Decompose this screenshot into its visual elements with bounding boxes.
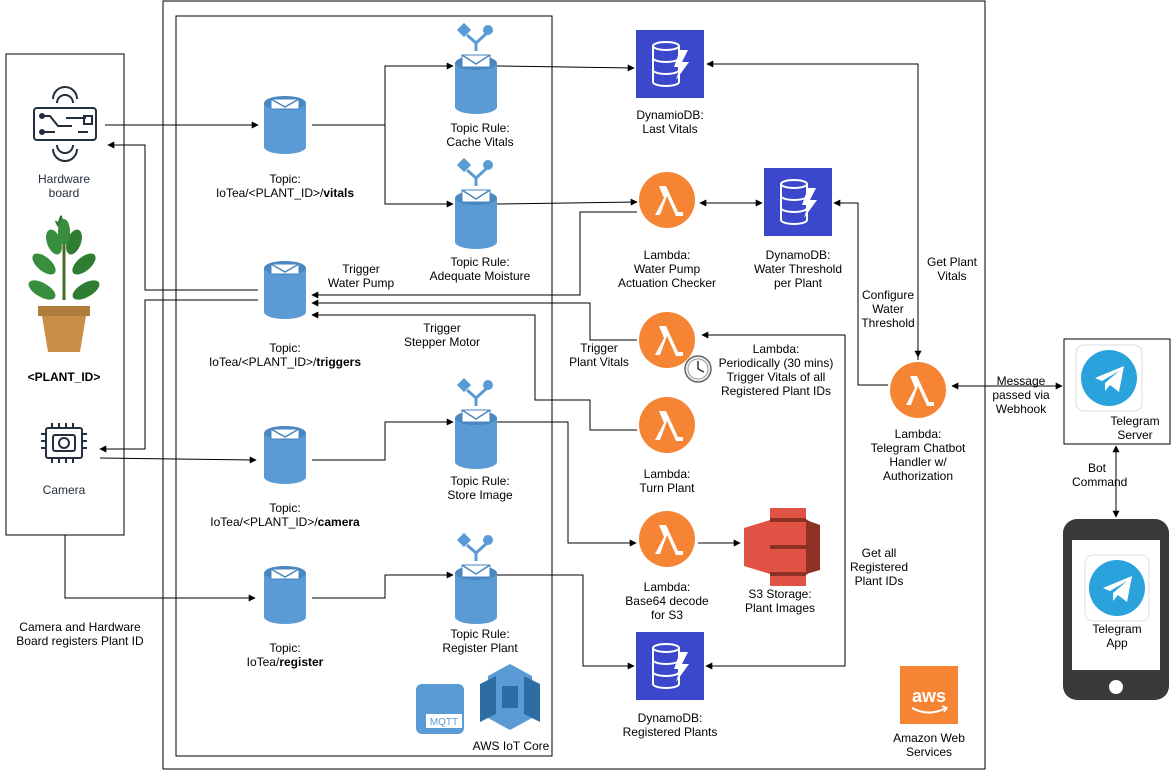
edge-trigger-stepper-motor: Trigger Stepper Motor (403, 321, 481, 349)
clock-icon (684, 355, 712, 383)
base64-label: Lambda: Base64 decode for S3 (625, 580, 709, 622)
telegram-app-phone (1063, 519, 1169, 700)
telegram-server-label: Telegram Server (1110, 414, 1160, 442)
rule-adequate-moisture-icon (453, 156, 499, 251)
camera-label: Camera (42, 483, 86, 497)
water-threshold-label: DynamoDB: Water Threshold per Plant (753, 248, 843, 290)
register-note-label: Camera and Hardware Board registers Plan… (16, 620, 144, 648)
s3-label: S3 Storage: Plant Images (744, 587, 816, 615)
lambda-periodic-icon (639, 312, 695, 368)
last-vitals-label: DynamioDB: Last Vitals (636, 108, 704, 136)
lambda-base64-icon (639, 511, 695, 567)
periodic-lambda-label: Lambda: Periodically (30 mins) Trigger V… (718, 342, 834, 398)
aws-logo-text: aws (912, 686, 946, 706)
rule-store-image-icon (453, 376, 499, 471)
rule-store-image-label: Topic Rule: Store Image (447, 474, 513, 502)
edge-bot-command: Bot Command (1072, 461, 1128, 489)
water-pump-lambda-label: Lambda: Water Pump Actuation Checker (617, 248, 717, 290)
turn-plant-label: Lambda: Turn Plant (639, 467, 695, 495)
edge-trigger-plant-vitals: Trigger Plant Vitals (569, 341, 629, 369)
topic-vitals-label: Topic: IoTea/<PLANT_ID>/vitals (215, 172, 355, 200)
topic-register-label: Topic: IoTea/register (246, 641, 324, 669)
aws-logo (900, 666, 958, 724)
mqtt-icon (416, 684, 464, 734)
topic-register-icon (263, 565, 307, 625)
plant-id-label: <PLANT_ID> (27, 370, 101, 384)
topic-camera-label: Topic: IoTea/<PLANT_ID>/camera (210, 501, 360, 529)
aws-iot-core-label: AWS IoT Core (472, 739, 550, 753)
plant-icon (28, 215, 100, 352)
edge-trigger-water-pump: Trigger Water Pump (327, 262, 395, 290)
iot-core-container (175, 15, 553, 757)
lambda-chatbot-icon (890, 362, 946, 418)
topic-triggers-icon (263, 260, 307, 320)
amazon-web-services-label: Amazon Web Services (893, 731, 965, 759)
lambda-turn-plant-icon (639, 397, 695, 453)
lambda-water-pump-icon (639, 172, 695, 228)
registered-plants-label: DynamoDB: Registered Plants (622, 711, 718, 739)
camera-device-icon (41, 423, 87, 463)
telegram-app-label: Telegram App (1092, 622, 1142, 650)
edge-configure-water-threshold: Configure Water Threshold (861, 288, 915, 330)
edge-get-all-registered: Get all Registered Plant IDs (849, 546, 909, 588)
mqtt-label: MQTT (430, 717, 458, 728)
dynamodb-last-vitals-icon (635, 29, 705, 99)
topic-camera-icon (263, 425, 307, 485)
hardware-board-icon (33, 86, 97, 162)
edge-get-plant-vitals: Get Plant Vitals (926, 255, 978, 283)
rule-register-plant-icon (453, 531, 499, 626)
rule-cache-vitals-icon (453, 21, 499, 116)
rule-cache-vitals-label: Topic Rule: Cache Vitals (446, 121, 514, 149)
dynamodb-water-threshold-icon (763, 167, 833, 237)
topic-triggers-label: Topic: IoTea/<PLANT_ID>/triggers (208, 341, 362, 369)
dynamodb-registered-plants-icon (635, 631, 705, 701)
hardware-board-label: Hardware board (37, 172, 91, 200)
rule-register-plant-label: Topic Rule: Register Plant (442, 627, 518, 655)
edge-message-webhook: Message passed via Webhook (992, 374, 1050, 416)
chatbot-lambda-label: Lambda: Telegram Chatbot Handler w/ Auth… (870, 427, 966, 483)
telegram-server-box (1063, 338, 1171, 445)
iot-core-icon (480, 664, 540, 730)
telegram-server-icon (1075, 344, 1143, 412)
rule-adequate-moisture-label: Topic Rule: Adequate Moisture (429, 255, 531, 283)
s3-icon (744, 508, 820, 586)
topic-vitals-icon (263, 95, 307, 155)
